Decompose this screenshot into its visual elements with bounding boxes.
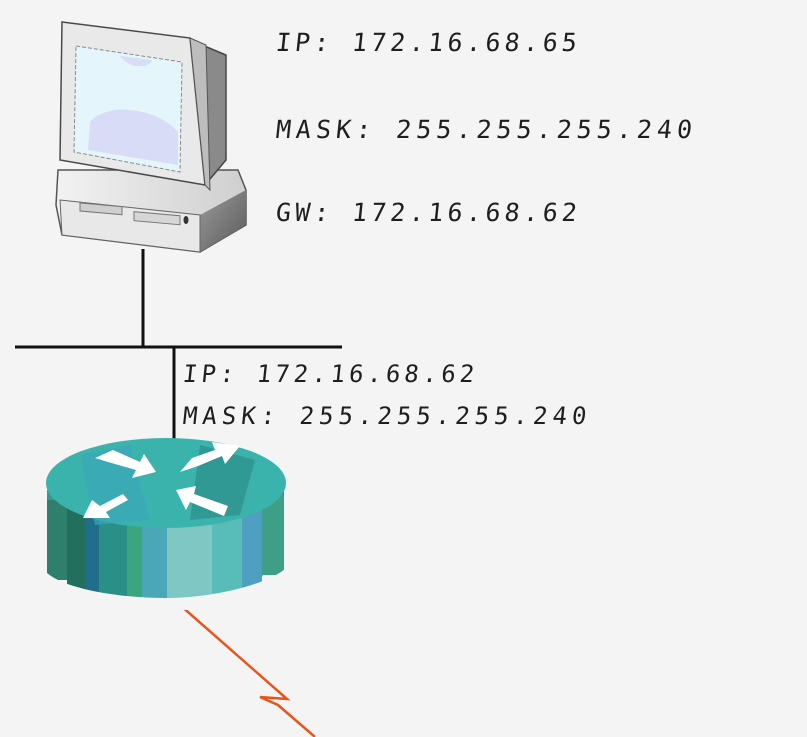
router-mask-label: MASK: 255.255.255.240 [181, 402, 593, 430]
ethernet-links [15, 249, 342, 445]
router-ip-label: IP: 172.16.68.62 [181, 360, 480, 388]
router-icon[interactable] [40, 438, 290, 610]
serial-link-line [171, 597, 316, 737]
pc-ip-label: IP: 172.16.68.65 [274, 28, 583, 57]
desktop-computer-icon[interactable] [55, 21, 247, 253]
pc-gateway-label: GW: 172.16.68.62 [274, 198, 583, 227]
pc-mask-label: MASK: 255.255.255.240 [274, 115, 699, 144]
